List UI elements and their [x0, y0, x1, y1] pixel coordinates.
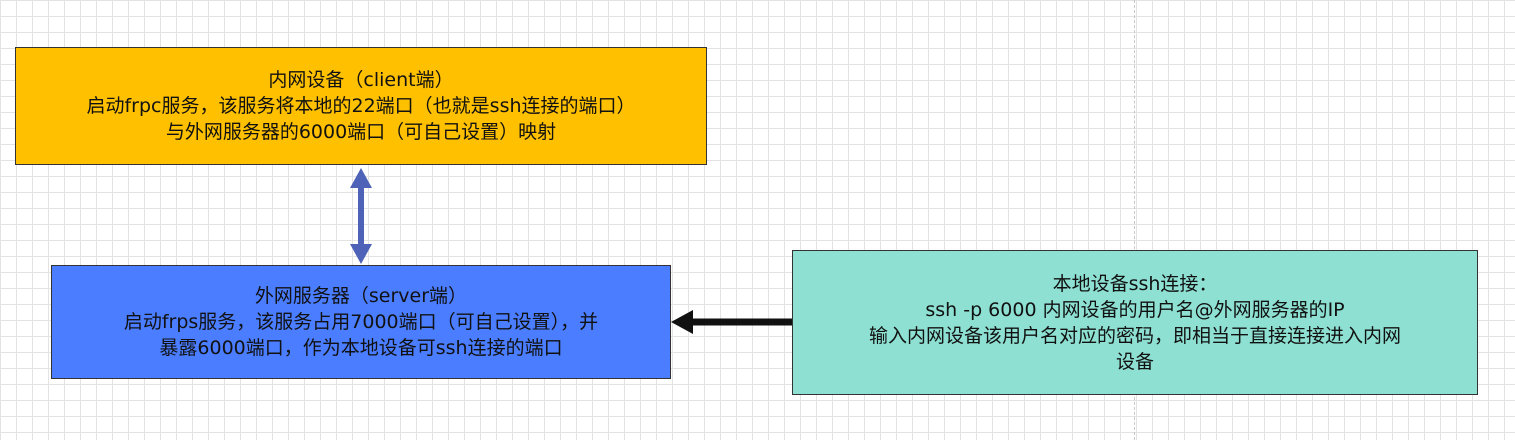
node-local-line-3: 输入内网设备该用户名对应的密码，即相当于直接连接进入内网 [868, 324, 1401, 347]
node-client-line-3: 与外网服务器的6000端口（可自己设置）映射 [165, 121, 557, 143]
node-client-device[interactable]: 内网设备（client端） 启动frpc服务，该服务将本地的22端口（也就是ss… [15, 47, 707, 165]
node-server-line-2: 启动frps服务，该服务占用7000端口（可自己设置），并 [123, 311, 599, 333]
node-local-title: 本地设备ssh连接： [1052, 272, 1218, 295]
node-server-text: 外网服务器（server端） 启动frps服务，该服务占用7000端口（可自己设… [124, 283, 598, 361]
node-local-line-2: ssh -p 6000 内网设备的用户名@外网服务器的IP [925, 298, 1345, 321]
node-server-title: 外网服务器（server端） [254, 285, 468, 307]
edge-client-server-arrowhead-up [350, 168, 372, 188]
edge-local-server[interactable] [671, 310, 792, 334]
edge-client-server[interactable] [350, 168, 372, 264]
node-client-text: 内网设备（client端） 启动frpc服务，该服务将本地的22端口（也就是ss… [86, 67, 635, 145]
node-client-title: 内网设备（client端） [268, 69, 454, 91]
node-local-text: 本地设备ssh连接： ssh -p 6000 内网设备的用户名@外网服务器的IP… [869, 271, 1401, 375]
edge-local-server-arrowhead [671, 310, 693, 334]
node-server[interactable]: 外网服务器（server端） 启动frps服务，该服务占用7000端口（可自己设… [51, 265, 671, 379]
node-local-device[interactable]: 本地设备ssh连接： ssh -p 6000 内网设备的用户名@外网服务器的IP… [792, 250, 1478, 395]
page-boundary-guide [1134, 0, 1135, 440]
node-local-line-4: 设备 [1115, 350, 1154, 373]
edge-client-server-arrowhead-down [350, 244, 372, 264]
node-client-line-2: 启动frpc服务，该服务将本地的22端口（也就是ssh连接的端口） [86, 95, 636, 117]
node-server-line-3: 暴露6000端口，作为本地设备可ssh连接的端口 [159, 337, 563, 359]
